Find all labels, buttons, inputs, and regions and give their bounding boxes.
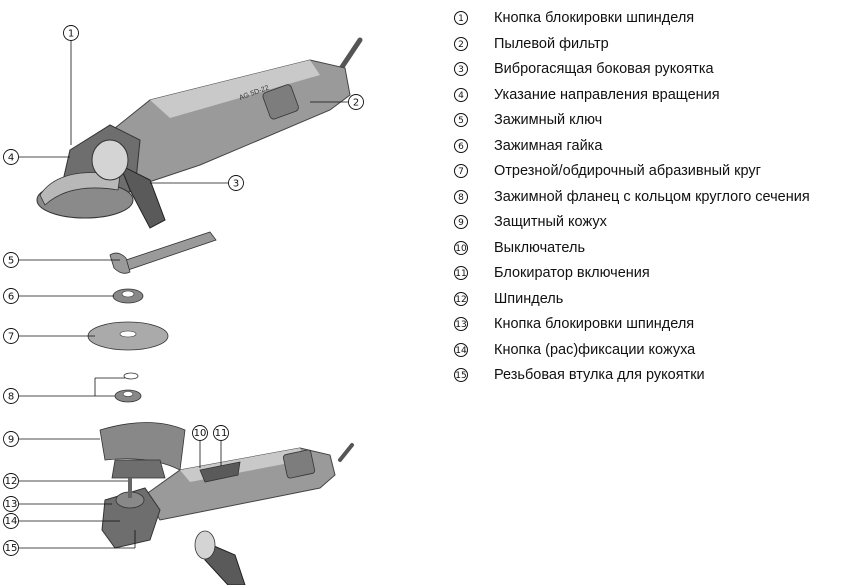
- legend-number: 1: [454, 11, 468, 25]
- legend-item: 3 Виброгасящая боковая рукоятка: [454, 60, 854, 80]
- legend-text: Зажимная гайка: [494, 138, 602, 154]
- legend-text: Блокиратор включения: [494, 265, 650, 281]
- legend-number: 10: [454, 241, 468, 255]
- callout-2: 2: [353, 98, 359, 109]
- legend-item: 13 Кнопка блокировки шпинделя: [454, 315, 854, 335]
- legend-item: 2 Пылевой фильтр: [454, 35, 854, 55]
- callout-6: 6: [8, 292, 14, 303]
- callout-3: 3: [233, 179, 239, 190]
- legend-text: Шпиндель: [494, 291, 563, 307]
- abrasive-disc-illustration: [88, 322, 168, 350]
- legend-number: 15: [454, 368, 468, 382]
- callout-15: 15: [5, 543, 18, 554]
- angle-grinder-assembled-illustration: AG 5D-22: [37, 40, 360, 228]
- legend-text: Кнопка блокировки шпинделя: [494, 10, 694, 26]
- legend-item: 7 Отрезной/обдирочный абразивный круг: [454, 162, 854, 182]
- protective-guard-illustration: [100, 423, 185, 479]
- legend-text: Пылевой фильтр: [494, 36, 609, 52]
- legend-number: 11: [454, 266, 468, 280]
- legend-text: Зажимный ключ: [494, 112, 602, 128]
- legend-text: Защитный кожух: [494, 214, 607, 230]
- legend-item: 8 Зажимной фланец с кольцом круглого сече…: [454, 188, 854, 208]
- legend-text: Виброгасящая боковая рукоятка: [494, 61, 714, 77]
- legend-text: Резьбовая втулка для рукоятки: [494, 367, 705, 383]
- legend-number: 2: [454, 37, 468, 51]
- legend-number: 6: [454, 139, 468, 153]
- legend-text: Указание направления вращения: [494, 87, 720, 103]
- legend-item: 5 Зажимный ключ: [454, 111, 854, 131]
- clamping-wrench-illustration: [110, 232, 216, 273]
- callout-13: 13: [5, 499, 18, 510]
- legend-item: 9 Защитный кожух: [454, 213, 854, 233]
- legend-item: 11 Блокиратор включения: [454, 264, 854, 284]
- callout-7: 7: [8, 332, 14, 343]
- legend-number: 7: [454, 164, 468, 178]
- callout-8: 8: [8, 392, 14, 403]
- legend-number: 3: [454, 62, 468, 76]
- clamping-nut-illustration: [113, 289, 143, 303]
- legend-number: 4: [454, 88, 468, 102]
- callout-9: 9: [8, 435, 14, 446]
- legend-text: Кнопка (рас)фиксации кожуха: [494, 342, 695, 358]
- callout-10: 10: [194, 428, 207, 439]
- legend-number: 14: [454, 343, 468, 357]
- callout-14: 14: [5, 516, 18, 527]
- legend-item: 4 Указание направления вращения: [454, 86, 854, 106]
- legend-number: 9: [454, 215, 468, 229]
- exploded-tool-figure: AG 5D-22: [0, 0, 420, 585]
- legend-text: Отрезной/обдирочный абразивный круг: [494, 163, 761, 179]
- legend-text: Выключатель: [494, 240, 585, 256]
- legend-text: Кнопка блокировки шпинделя: [494, 316, 694, 332]
- legend-item: 15 Резьбовая втулка для рукоятки: [454, 366, 854, 386]
- legend-item: 6 Зажимная гайка: [454, 137, 854, 157]
- callout-5: 5: [8, 256, 14, 267]
- legend-number: 8: [454, 190, 468, 204]
- callout-11: 11: [215, 428, 228, 439]
- callout-1: 1: [68, 29, 74, 40]
- callout-12: 12: [5, 476, 18, 487]
- legend-item: 12 Шпиндель: [454, 290, 854, 310]
- flange-with-oring-illustration: [115, 373, 141, 402]
- legend-item: 1 Кнопка блокировки шпинделя: [454, 9, 854, 29]
- legend-item: 10 Выключатель: [454, 239, 854, 259]
- legend-number: 5: [454, 113, 468, 127]
- legend-item: 14 Кнопка (рас)фиксации кожуха: [454, 341, 854, 361]
- legend-number: 12: [454, 292, 468, 306]
- legend-number: 13: [454, 317, 468, 331]
- callout-4: 4: [8, 153, 14, 164]
- legend-text: Зажимной фланец с кольцом круглого сечен…: [494, 189, 810, 205]
